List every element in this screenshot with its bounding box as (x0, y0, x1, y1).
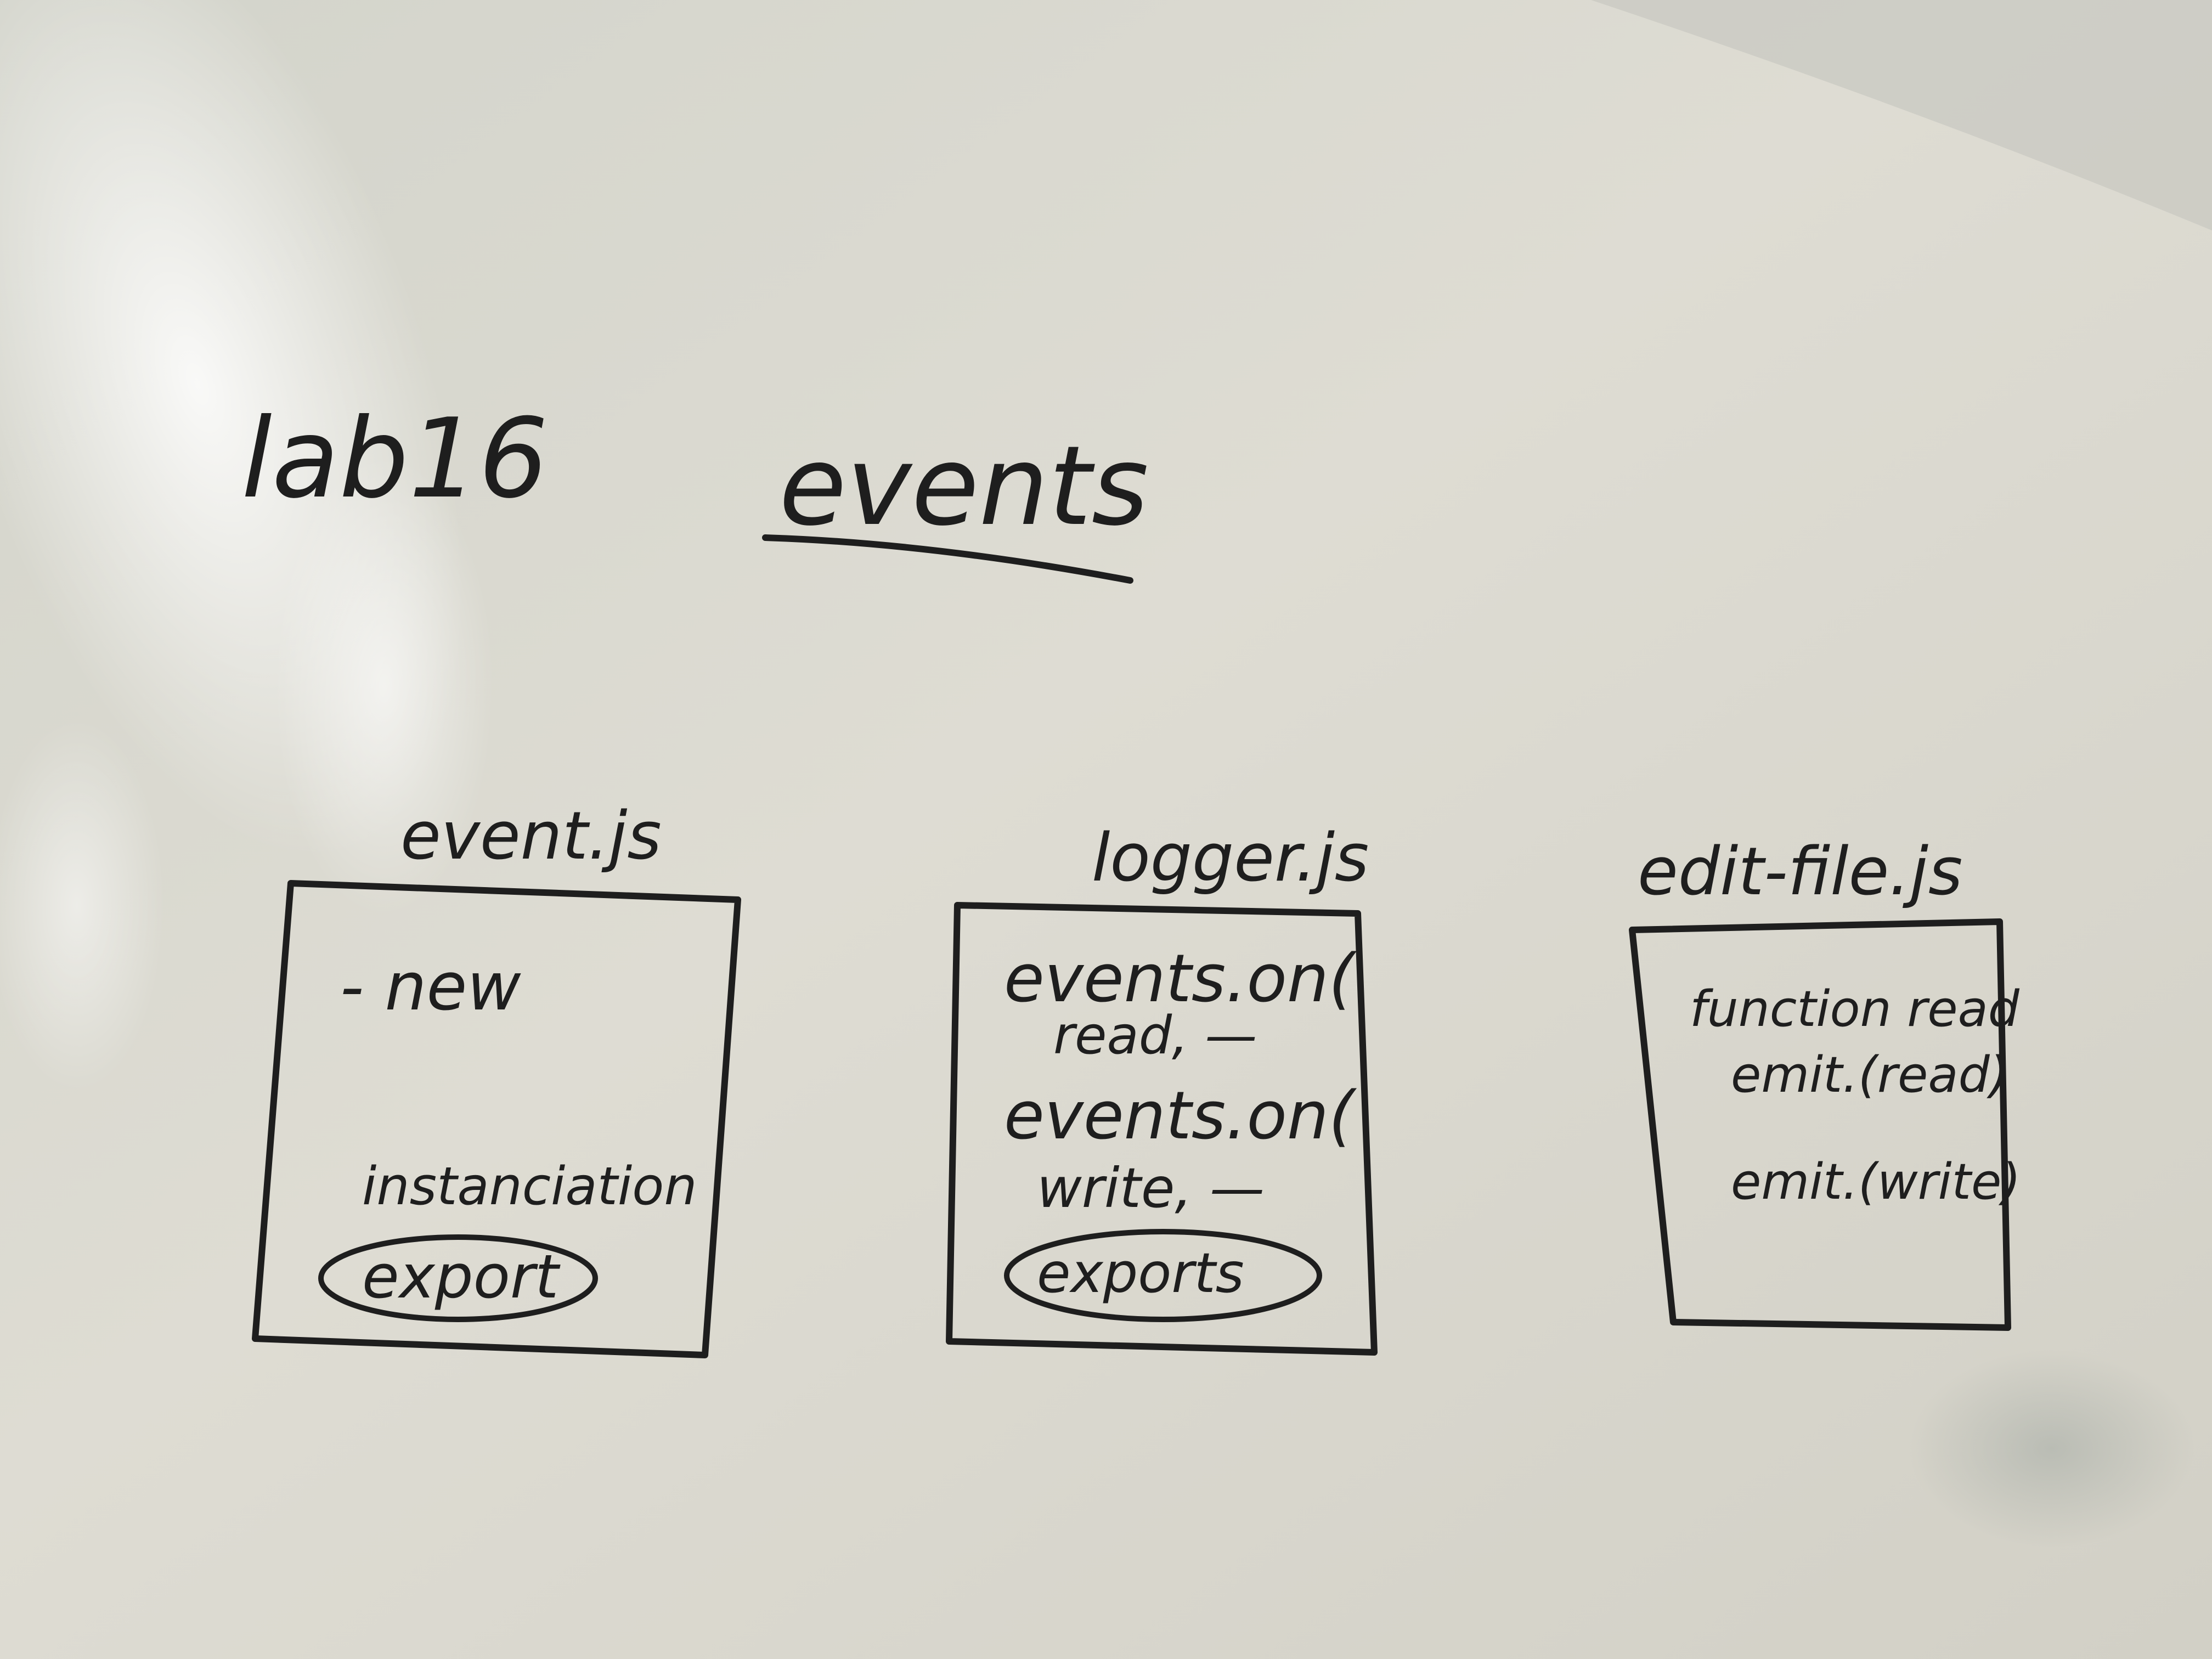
box-edit-line-2: emit.(read) (1731, 1046, 2009, 1104)
box-logger-frame (946, 902, 1378, 1356)
box-event-line-export: export (362, 1242, 561, 1312)
topic-title: events (779, 422, 1149, 550)
smudge (1909, 1350, 2194, 1547)
box-logger-line-4: write, — (1037, 1156, 1265, 1220)
box-event-filename: event.js (400, 798, 662, 874)
box-event-line-new: - new (340, 949, 521, 1025)
lab-title: lab16 (241, 395, 549, 523)
box-edit-line-1: function read (1690, 980, 2020, 1038)
box-edit-filename: edit-file.js (1638, 834, 1962, 910)
board-shadow (1591, 0, 2212, 230)
box-edit-line-3: emit.(write) (1731, 1153, 2021, 1211)
box-event-export-circle (318, 1234, 598, 1322)
box-logger-filename: logger.js (1092, 820, 1369, 896)
box-logger-line-2: read, — (1053, 1006, 1257, 1066)
box-event-line-instanciation: instanciation (362, 1156, 697, 1217)
glare (274, 455, 494, 916)
box-logger-line-exports: exports (1037, 1241, 1244, 1305)
topic-underline (762, 534, 1133, 584)
box-logger-line-3: events.on( (1004, 1078, 1357, 1154)
box-logger-line-1: events.on( (1004, 941, 1357, 1017)
glare (0, 719, 165, 1092)
box-event-frame (252, 880, 741, 1358)
box-logger-exports-circle (1004, 1229, 1322, 1322)
box-edit-frame (1629, 918, 2011, 1331)
